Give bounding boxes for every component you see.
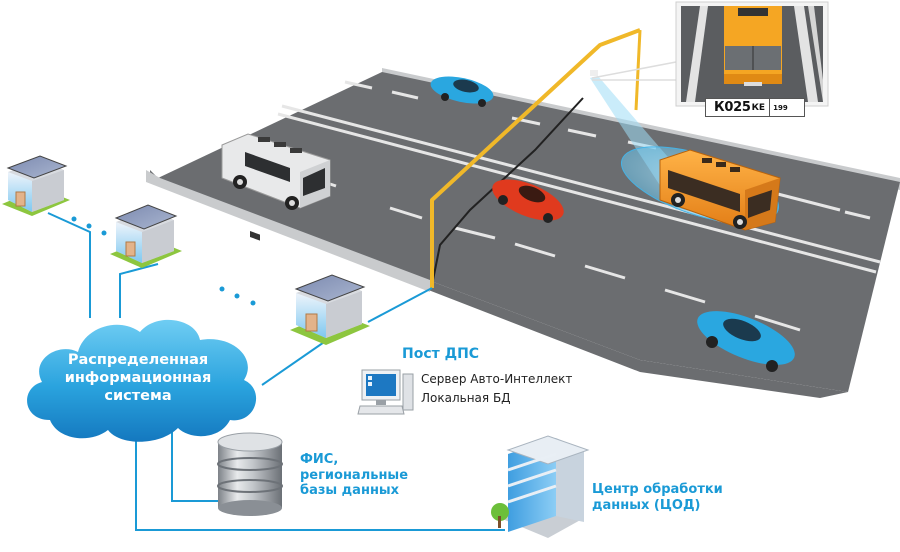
plate-number: К025 xyxy=(714,100,751,115)
cloud-label-line: информационная xyxy=(64,370,212,387)
datacenter-building-icon xyxy=(491,435,590,538)
house-icon-2 xyxy=(110,204,182,268)
road-cable xyxy=(431,97,584,286)
database-icon xyxy=(217,432,283,516)
blue-car-near xyxy=(697,311,795,372)
plate-region: 199 xyxy=(769,99,791,116)
ellipsis-dots-1 xyxy=(71,216,107,236)
white-bus xyxy=(221,133,331,241)
computer-icon xyxy=(357,369,414,415)
cod-label: Центр обработки данных (ЦОД) xyxy=(592,482,723,513)
plate-series: КЕ xyxy=(751,102,766,113)
link-house2-cloud xyxy=(119,263,159,318)
median-line xyxy=(281,104,881,264)
license-plate: К025 КЕ 199 xyxy=(705,98,805,117)
cloud-icon xyxy=(27,319,257,442)
house-icon-3 xyxy=(290,274,370,345)
blue-car-far xyxy=(430,76,494,107)
road-edge-near xyxy=(146,170,430,292)
fis-label-line: региональные xyxy=(300,467,409,483)
link-cloud-cod xyxy=(135,440,505,531)
network-links xyxy=(47,212,505,531)
cloud-label-line: Распределенная xyxy=(67,352,209,368)
cod-label-line: данных (ЦОД) xyxy=(592,497,701,513)
fis-label-line: базы данных xyxy=(300,483,400,499)
post-dps-detail: Сервер Авто-Интеллект xyxy=(421,372,573,386)
ellipsis-dots-2 xyxy=(219,286,256,306)
median-line xyxy=(277,112,877,274)
link-house3-pole xyxy=(367,287,433,323)
fis-label: ФИС, региональные базы данных xyxy=(300,452,408,499)
link-house1-cloud xyxy=(47,212,91,318)
post-dps-title: Пост ДПС xyxy=(402,346,480,362)
cloud-label-line: система xyxy=(104,388,172,405)
fis-label-line: ФИС, xyxy=(300,452,339,467)
red-car xyxy=(492,179,564,223)
cod-label-line: Центр обработки xyxy=(592,482,723,497)
link-cloud-fis xyxy=(171,430,218,502)
link-cloud-house3 xyxy=(261,337,331,386)
camera-snapshot xyxy=(675,1,829,107)
post-dps-details: Сервер Авто-Интеллект Локальная БД xyxy=(421,370,572,407)
cloud-label: Распределенная информационная система xyxy=(46,351,230,405)
orange-bus xyxy=(659,149,781,231)
post-dps-detail: Локальная БД xyxy=(421,390,511,405)
house-icon-1 xyxy=(2,155,70,216)
